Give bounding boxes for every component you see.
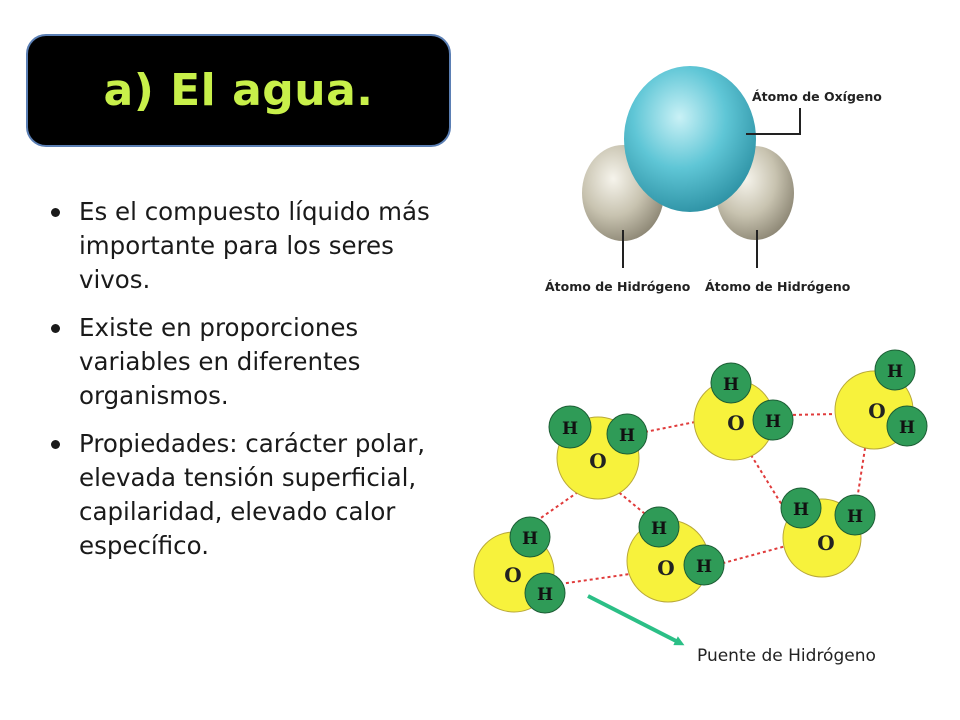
hydrogen-label-right: Átomo de Hidrógeno: [705, 279, 851, 294]
hydrogen-symbol: H: [562, 419, 578, 439]
hydrogen-bond: [534, 491, 579, 523]
bullet-text: Es el compuesto líquido más importante p…: [79, 197, 430, 294]
hydrogen-symbol: H: [899, 418, 915, 438]
bullet-item: Existe en proporciones variables en dife…: [45, 311, 465, 413]
bullet-dot: [51, 324, 60, 333]
oxygen-symbol: O: [727, 411, 744, 435]
water-molecule: O H H: [626, 506, 725, 603]
water-molecule: O H H: [834, 349, 928, 450]
oxygen-label: Átomo de Oxígeno: [752, 89, 882, 104]
bridge-label: Puente de Hidrógeno: [697, 646, 876, 666]
hydrogen-symbol: H: [765, 412, 781, 432]
oxygen-symbol: O: [589, 449, 606, 473]
hydrogen-bond: [750, 454, 783, 506]
hydrogen-bond: [786, 413, 839, 416]
hydrogen-atom: [886, 405, 928, 447]
water-molecule: O H H: [780, 487, 876, 578]
bullet-text: Propiedades: carácter polar, elevada ten…: [79, 429, 426, 560]
bullet-dot: [51, 208, 60, 217]
bullet-dot: [51, 440, 60, 449]
hydrogen-atom: [834, 494, 876, 536]
hydrogen-atom: [638, 506, 680, 548]
bullet-text: Existe en proporciones variables en dife…: [79, 313, 361, 410]
bullet-item: Propiedades: carácter polar, elevada ten…: [45, 427, 465, 563]
hydrogen-atom: [509, 516, 551, 558]
water-molecule: O H H: [693, 362, 794, 461]
water-molecule: O H H: [548, 405, 648, 500]
hydrogen-atom: [683, 544, 725, 586]
oxygen-symbol: O: [504, 563, 521, 587]
hydrogen-atom: [780, 487, 822, 529]
oxygen-atom: [624, 66, 756, 212]
hydrogen-symbol: H: [619, 426, 635, 446]
hydrogen-bond-network: Puente de Hidrógeno O H H O H H O H H: [473, 349, 928, 666]
water-molecule-model: Átomo de Oxígeno Átomo de Hidrógeno Átom…: [545, 66, 882, 294]
bridge-arrow: [587, 594, 685, 646]
bullet-list: Es el compuesto líquido más importante p…: [45, 195, 465, 577]
page-title: a) El agua.: [103, 65, 374, 116]
hydrogen-bond: [644, 421, 696, 433]
hydrogen-symbol: H: [522, 529, 538, 549]
hydrogen-symbol: H: [847, 507, 863, 527]
hydrogen-bond: [856, 441, 867, 501]
hydrogen-atom: [752, 399, 794, 441]
hydrogen-bond: [559, 573, 631, 585]
water-molecule: O H H: [473, 516, 566, 614]
hydrogen-symbol: H: [887, 362, 903, 382]
oxygen-symbol: O: [868, 399, 885, 423]
hydrogen-atom: [524, 572, 566, 614]
title-banner: a) El agua.: [26, 34, 451, 147]
oxygen-symbol: O: [817, 531, 834, 555]
hydrogen-label-left: Átomo de Hidrógeno: [545, 279, 691, 294]
hydrogen-symbol: H: [793, 500, 809, 520]
hydrogen-symbol: H: [537, 585, 553, 605]
hydrogen-atom: [548, 405, 592, 449]
hydrogen-atom: [710, 362, 752, 404]
hydrogen-atom: [874, 349, 916, 391]
hydrogen-symbol: H: [723, 375, 739, 395]
oxygen-symbol: O: [657, 556, 674, 580]
hydrogen-atom: [606, 413, 648, 455]
hydrogen-symbol: H: [651, 519, 667, 539]
hydrogen-symbol: H: [696, 557, 712, 577]
bullet-item: Es el compuesto líquido más importante p…: [45, 195, 465, 297]
oxygen-label-leader: [746, 108, 801, 135]
